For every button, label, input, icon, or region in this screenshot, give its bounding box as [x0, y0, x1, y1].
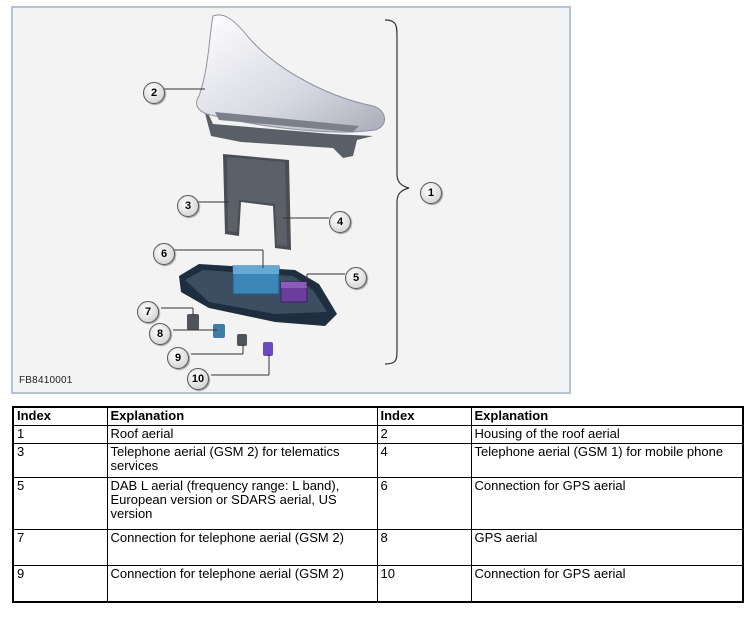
- table-row: 3 Telephone aerial (GSM 2) for telematic…: [12, 443, 744, 478]
- cell-explanation: GPS aerial: [470, 529, 744, 566]
- legend-table: Index Explanation Index Explanation 1 Ro…: [12, 406, 744, 603]
- cell-explanation: Connection for telephone aerial (GSM 2): [106, 565, 378, 602]
- table-row: 5 DAB L aerial (frequency range: L band)…: [12, 477, 744, 530]
- callout-2: 2: [143, 82, 165, 104]
- cell-index: 5: [12, 477, 108, 530]
- cell-explanation: Roof aerial: [106, 425, 378, 444]
- cell-index: 9: [12, 565, 108, 602]
- cell-explanation: Telephone aerial (GSM 2) for telematics …: [106, 443, 378, 478]
- cell-index: 3: [12, 443, 108, 478]
- cell-explanation: Connection for telephone aerial (GSM 2): [106, 529, 378, 566]
- header-explanation-right: Explanation: [470, 406, 744, 426]
- cell-explanation: Connection for GPS aerial: [470, 477, 744, 530]
- cell-explanation: Telephone aerial (GSM 1) for mobile phon…: [470, 443, 744, 478]
- connector-parts: [187, 314, 273, 356]
- cell-index: 10: [376, 565, 472, 602]
- header-index-right: Index: [376, 406, 472, 426]
- table-row: 9 Connection for telephone aerial (GSM 2…: [12, 565, 744, 602]
- cell-explanation: DAB L aerial (frequency range: L band), …: [106, 477, 378, 530]
- group-brace: [384, 19, 410, 365]
- cell-index: 2: [376, 425, 472, 444]
- leader-lines: [155, 88, 345, 376]
- cell-explanation: Connection for GPS aerial: [470, 565, 744, 602]
- callout-5: 5: [345, 267, 367, 289]
- telephone-aerial-plate: [223, 154, 291, 250]
- table-row: 1 Roof aerial 2 Housing of the roof aeri…: [12, 425, 744, 444]
- callout-6: 6: [153, 243, 175, 265]
- callout-8: 8: [149, 323, 171, 345]
- diagram-drawing: [155, 14, 410, 376]
- callout-9: 9: [167, 347, 189, 369]
- callout-3: 3: [177, 195, 199, 217]
- cell-index: 8: [376, 529, 472, 566]
- cell-index: 4: [376, 443, 472, 478]
- header-explanation-left: Explanation: [106, 406, 378, 426]
- callout-10: 10: [187, 368, 209, 390]
- callout-1: 1: [420, 182, 442, 204]
- cell-index: 6: [376, 477, 472, 530]
- aerial-circuit-board: [179, 264, 337, 326]
- cell-explanation: Housing of the roof aerial: [470, 425, 744, 444]
- callout-7: 7: [137, 301, 159, 323]
- cell-index: 1: [12, 425, 108, 444]
- roof-aerial-housing: [196, 14, 385, 158]
- table-row: 7 Connection for telephone aerial (GSM 2…: [12, 529, 744, 566]
- cell-index: 7: [12, 529, 108, 566]
- callout-4: 4: [329, 211, 351, 233]
- table-header-row: Index Explanation Index Explanation: [12, 406, 744, 426]
- header-index-left: Index: [12, 406, 108, 426]
- figure-id-label: FB8410001: [19, 375, 73, 386]
